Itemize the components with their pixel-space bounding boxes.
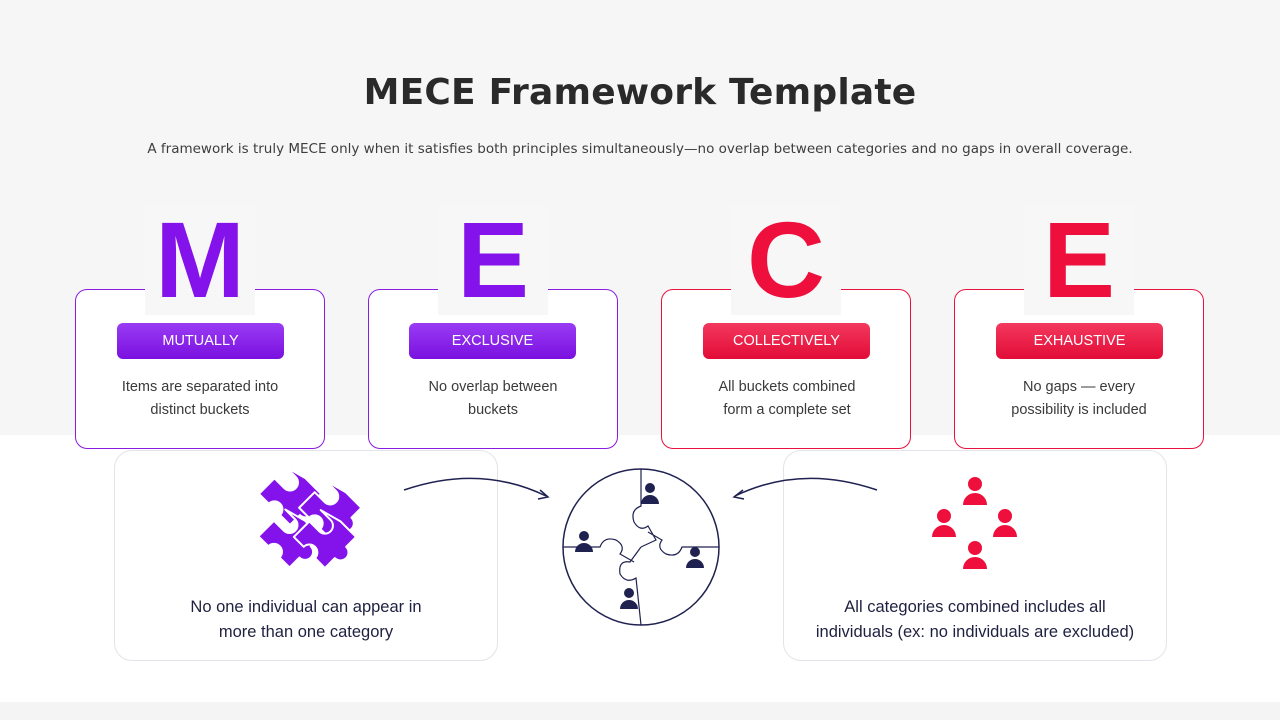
arrow-right-to-center: [732, 477, 878, 500]
arrow-left-to-center: [403, 477, 550, 500]
card-desc-line: form a complete set: [723, 402, 851, 418]
page-title: MECE Framework Template: [363, 72, 917, 113]
card-desc-line: distinct buckets: [150, 402, 250, 418]
info-text-right: All categories combined includes all ind…: [783, 595, 1167, 645]
card-desc-exhaustive: No gaps — every possibility is included: [969, 376, 1189, 422]
letter-c: C: [731, 205, 841, 315]
card-desc-mutually: Items are separated into distinct bucket…: [90, 376, 310, 422]
card-mutually: [75, 289, 325, 449]
letter-e-exclusive: E: [438, 205, 548, 315]
letter-e-exhaustive: E: [1024, 205, 1134, 315]
footer-strip: [0, 702, 1280, 720]
card-desc-line: buckets: [468, 402, 518, 418]
puzzle-circle-people-icon: [562, 468, 720, 626]
pill-exclusive: EXCLUSIVE: [409, 323, 576, 359]
info-line: All categories combined includes all: [844, 598, 1106, 616]
pill-collectively: COLLECTIVELY: [703, 323, 870, 359]
card-desc-line: No overlap between: [428, 379, 558, 395]
pill-mutually: MUTUALLY: [117, 323, 284, 359]
page-subtitle: A framework is truly MECE only when it s…: [147, 141, 1133, 157]
card-desc-line: No gaps — every: [1022, 379, 1136, 395]
card-desc-line: Items are separated into: [121, 379, 279, 395]
letter-m: M: [145, 205, 255, 315]
card-desc-line: All buckets combined: [718, 379, 856, 395]
puzzle-icon: [257, 465, 363, 570]
card-exhaustive: [954, 289, 1204, 449]
info-line: No one individual can appear in: [190, 598, 422, 616]
info-line: individuals (ex: no individuals are excl…: [815, 623, 1135, 641]
people-group-icon: [932, 477, 1017, 569]
card-desc-exclusive: No overlap between buckets: [383, 376, 603, 422]
card-collectively: [661, 289, 911, 449]
card-desc-collectively: All buckets combined form a complete set: [677, 376, 897, 422]
card-desc-line: possibility is included: [1011, 402, 1147, 418]
pill-exhaustive: EXHAUSTIVE: [996, 323, 1163, 359]
info-line: more than one category: [218, 623, 394, 641]
info-text-left: No one individual can appear in more tha…: [114, 595, 498, 645]
